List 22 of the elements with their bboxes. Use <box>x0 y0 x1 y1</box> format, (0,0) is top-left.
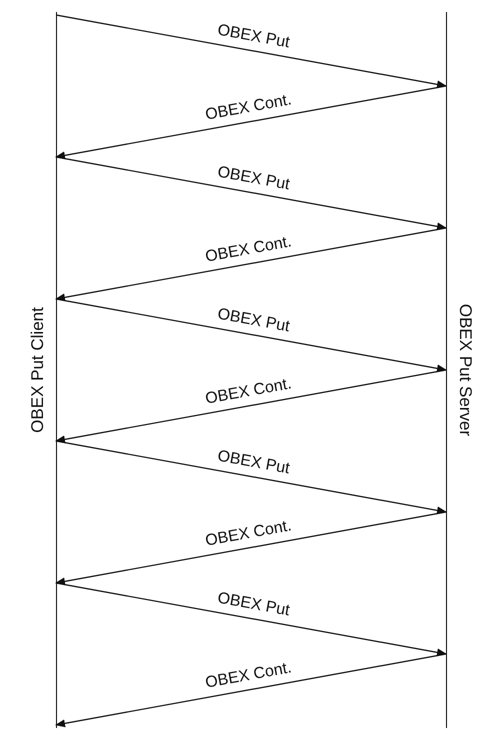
message-arrow <box>56 582 447 656</box>
message-label: OBEX Cont. <box>204 233 294 266</box>
message-label: OBEX Cont. <box>204 375 294 408</box>
message-label: OBEX Cont. <box>204 517 294 550</box>
message-arrow <box>56 156 447 230</box>
message-label: OBEX Cont. <box>204 659 294 692</box>
lifeline-label: OBEX Put Client <box>28 307 48 433</box>
message-label: OBEX Put <box>216 163 291 194</box>
message-arrow <box>55 369 446 444</box>
message-arrow <box>56 440 447 514</box>
message-arrow <box>56 298 447 372</box>
lifeline-label: OBEX Put Server <box>455 304 475 436</box>
message-arrow <box>55 511 446 586</box>
message-arrow <box>56 14 447 88</box>
message-label: OBEX Put <box>216 589 291 620</box>
message-label: OBEX Put <box>216 305 291 336</box>
message-arrow <box>55 85 446 160</box>
message-arrow <box>55 227 446 302</box>
message-label: OBEX Put <box>216 21 291 52</box>
message-arrow <box>55 653 446 728</box>
message-label: OBEX Put <box>216 447 291 478</box>
message-label: OBEX Cont. <box>204 91 294 124</box>
